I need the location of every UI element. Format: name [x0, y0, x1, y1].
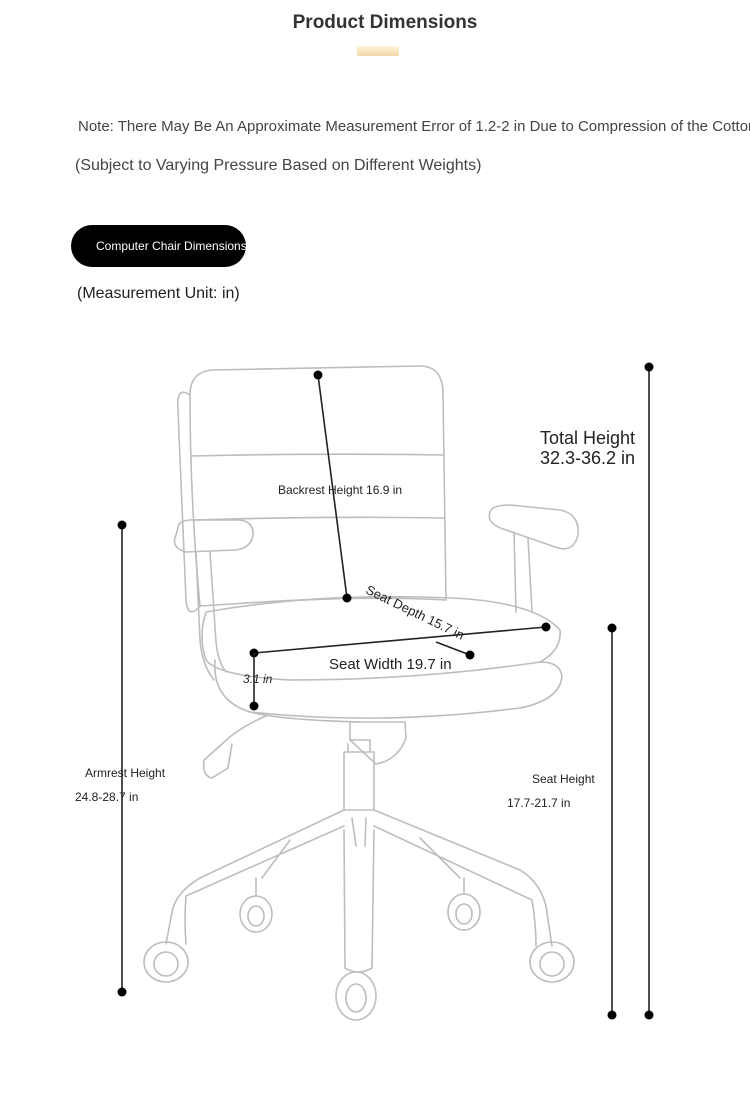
measurement-error-note: Note: There May Be An Approximate Measur… — [78, 118, 750, 135]
armrest-height-label: Armrest Height — [85, 766, 166, 780]
total-height-bottom-dot — [644, 1010, 654, 1020]
chair-right-arm-support — [513, 531, 533, 613]
chair-right-armrest — [488, 504, 579, 550]
chair-base-legs-back — [261, 837, 461, 879]
chair-gas-column-cover — [347, 739, 371, 753]
backrest-height-label: Backrest Height 16.9 in — [278, 483, 403, 497]
seat-height-bottom-dot — [607, 1010, 617, 1020]
cushion-thickness-label: 3.1 in — [243, 672, 273, 686]
chair-dimensions-badge: Computer Chair Dimensions — [71, 225, 246, 267]
seat-height-value: 17.7-21.7 in — [507, 796, 571, 810]
pressure-note: (Subject to Varying Pressure Based on Di… — [75, 157, 482, 174]
chair-caster-front-left — [143, 941, 189, 983]
backrest-top-dot — [313, 370, 323, 380]
seat-width-right-dot — [541, 622, 551, 632]
chair-left-arm-support — [195, 551, 227, 681]
seat-width-line — [253, 626, 547, 654]
seat-height-top-dot — [607, 623, 617, 633]
chair-illustration — [143, 365, 579, 1021]
armrest-bottom-dot — [117, 987, 127, 997]
chair-backrest-side — [176, 391, 201, 613]
page-title: Product Dimensions — [292, 12, 478, 33]
measurement-unit: (Measurement Unit: in) — [77, 285, 240, 302]
chair-dimensions-badge-label: Computer Chair Dimensions — [96, 239, 246, 253]
total-height-value: 32.3-36.2 in — [540, 448, 636, 468]
chair-base — [165, 809, 553, 973]
seat-depth-line — [435, 641, 471, 656]
chair-backrest-seam-1 — [191, 453, 444, 457]
chair-backrest-seam-2 — [192, 516, 445, 521]
chair-seat-underside — [249, 711, 361, 723]
chair-mechanism — [349, 721, 407, 765]
chair-caster-front-right — [529, 941, 575, 983]
chair-caster-front-center — [335, 971, 377, 1021]
chair-seat-cushion — [214, 659, 563, 719]
seat-width-label: Seat Width 19.7 in — [329, 656, 452, 673]
backrest-bottom-dot — [342, 593, 352, 603]
dimension-lines — [117, 362, 654, 1020]
backrest-height-line — [317, 374, 348, 599]
total-height-label: Total Height — [540, 428, 636, 448]
seat-depth-dot — [465, 650, 475, 660]
total-height-top-dot — [644, 362, 654, 372]
cushion-bottom-dot — [249, 701, 259, 711]
title-accent-bar — [357, 46, 399, 56]
armrest-top-dot — [117, 520, 127, 530]
armrest-height-value: 24.8-28.7 in — [75, 790, 139, 804]
chair-lever — [202, 715, 267, 779]
chair-backrest — [189, 365, 447, 607]
seat-height-label: Seat Height — [532, 772, 595, 786]
chair-gas-column — [343, 751, 375, 811]
chair-left-armrest — [173, 519, 254, 553]
